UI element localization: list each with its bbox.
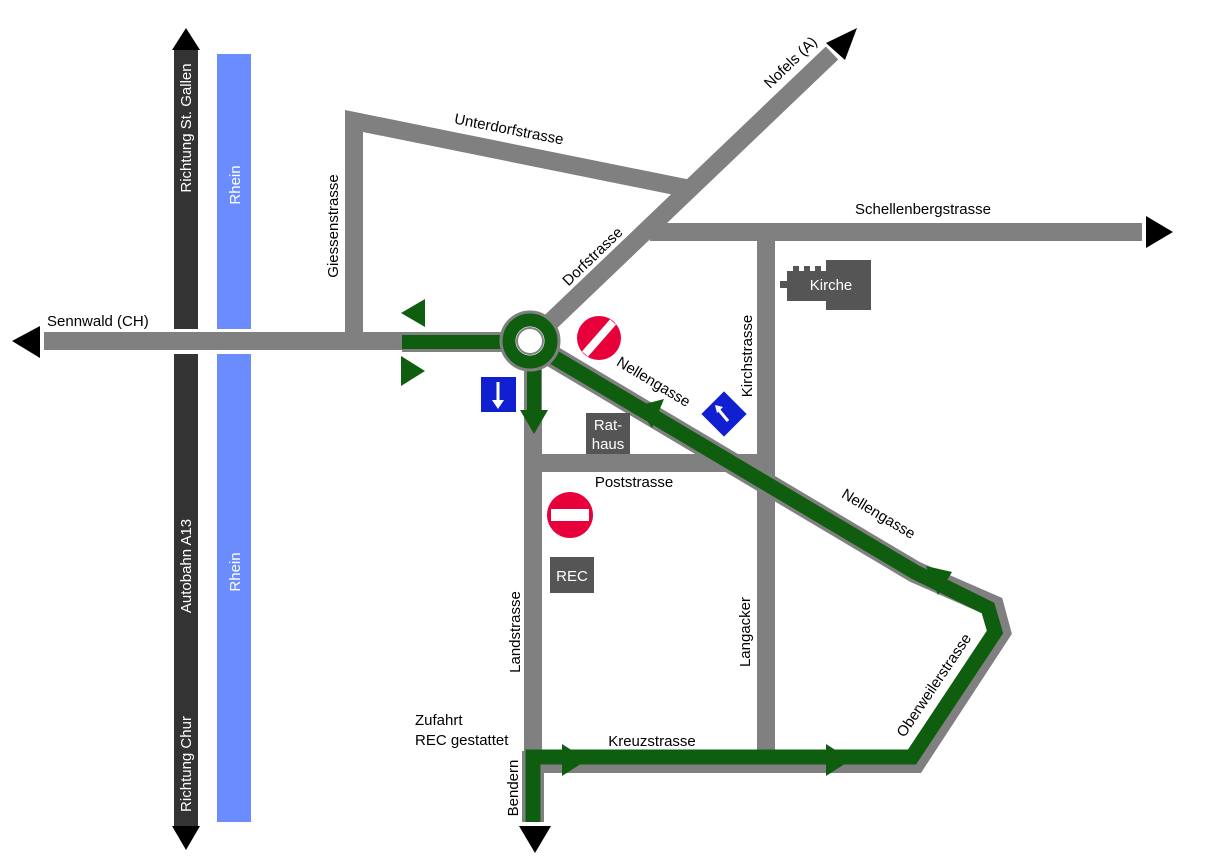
note-zufahrt-line2: REC gestattet [415, 732, 509, 749]
arrow-down-icon [520, 410, 548, 434]
river-rhein-north [217, 54, 251, 329]
one-way-diagonal-sign-icon [698, 388, 750, 440]
arrow-right-icon [826, 744, 851, 776]
rec-building [550, 557, 594, 593]
rathaus-label-line2: haus [592, 436, 625, 453]
motorway-middle-label: Autobahn A13 [178, 519, 195, 613]
route-nellengasse [525, 345, 1004, 822]
arrow-right-icon [926, 566, 952, 595]
label-landstrasse: Landstrasse [507, 591, 524, 673]
label-langacker: Langacker [737, 597, 754, 667]
roundabout-center [516, 327, 544, 355]
motorway-a13-south [174, 354, 198, 826]
label-sennwald: Sennwald (CH) [47, 313, 149, 330]
arrow-down-icon [172, 826, 200, 850]
label-kirchstrasse: Kirchstrasse [739, 315, 756, 398]
rathaus-label-line1: Rat- [594, 417, 622, 434]
label-schellenbergstrasse: Schellenbergstrasse [855, 201, 991, 218]
river-label-north: Rhein [227, 165, 244, 204]
arrow-up-icon [172, 28, 200, 50]
kirche-label: Kirche [810, 277, 853, 294]
arrow-right-icon [562, 744, 587, 776]
arrow-up-icon [826, 28, 857, 60]
river-label-south: Rhein [227, 552, 244, 591]
note-zufahrt-line1: Zufahrt [415, 712, 463, 729]
arrow-right-icon [637, 399, 664, 428]
arrow-down-icon [519, 826, 551, 853]
no-entry-sign-icon [547, 492, 593, 538]
route-path [402, 332, 1012, 822]
river-rhein-south [217, 354, 251, 822]
arrow-left-icon [12, 326, 40, 358]
label-giessenstrasse: Giessenstrasse [325, 174, 342, 277]
motorway-south-label: Richtung Chur [178, 716, 195, 812]
label-bendern: Bendern [505, 760, 522, 817]
one-way-down-sign-icon [479, 375, 518, 414]
arrow-right-icon [1146, 216, 1173, 248]
rec-label: REC [556, 568, 588, 585]
label-kreuzstrasse: Kreuzstrasse [608, 733, 696, 750]
arrow-left-icon [401, 299, 425, 327]
label-poststrasse: Poststrasse [595, 474, 673, 491]
motorway-a13-north [174, 50, 198, 329]
no-entry-sign-icon [577, 316, 621, 360]
church-icon [780, 260, 871, 310]
rathaus-building [586, 413, 630, 454]
motorway-north-label: Richtung St. Gallen [178, 63, 195, 192]
arrow-right-icon [401, 356, 425, 386]
road-nofels [533, 46, 839, 339]
road-giessenstrasse [345, 109, 692, 341]
